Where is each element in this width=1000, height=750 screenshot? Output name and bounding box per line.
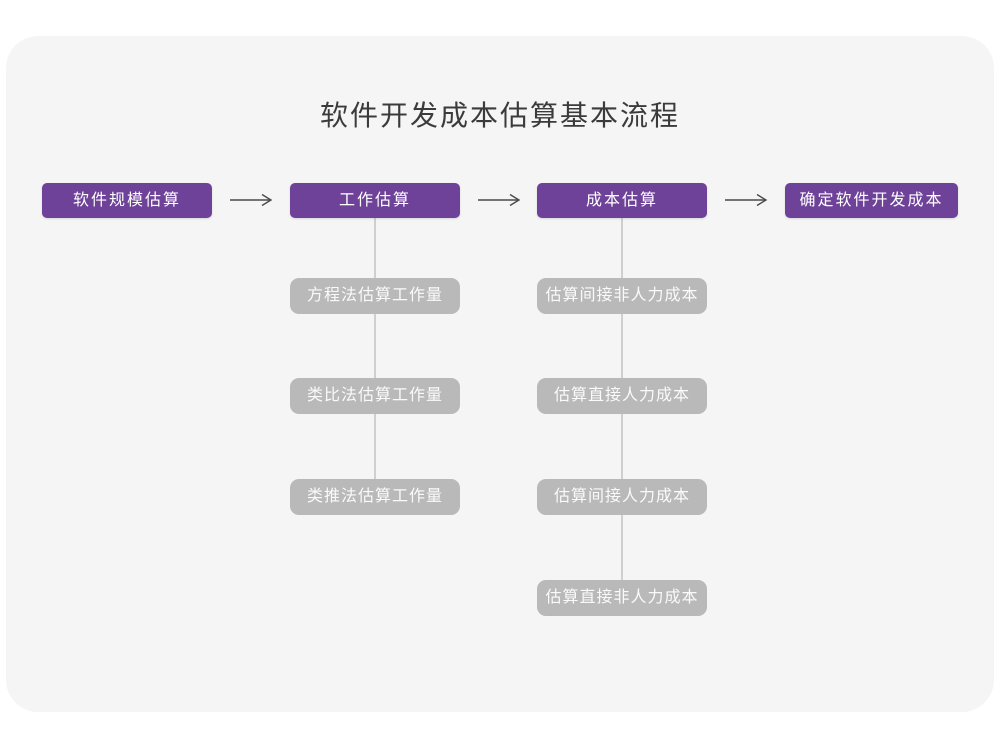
flow-node-software-scale-estimation: 软件规模估算 bbox=[42, 183, 212, 218]
flow-node-determine-software-dev-cost: 确定软件开发成本 bbox=[785, 183, 958, 218]
sub-node-equation-method: 方程法估算工作量 bbox=[290, 278, 460, 314]
sub-node-indirect-labor-cost: 估算间接人力成本 bbox=[537, 479, 707, 515]
flow-node-cost-estimation: 成本估算 bbox=[537, 183, 707, 218]
connector-line-work-estimation bbox=[374, 218, 376, 496]
arrow-right-icon bbox=[477, 193, 521, 207]
sub-node-analogy-method: 类比法估算工作量 bbox=[290, 378, 460, 414]
flow-node-work-estimation: 工作估算 bbox=[290, 183, 460, 218]
sub-node-direct-non-labor-cost: 估算直接非人力成本 bbox=[537, 580, 707, 616]
diagram-card bbox=[6, 36, 994, 712]
sub-node-indirect-non-labor-cost: 估算间接非人力成本 bbox=[537, 278, 707, 314]
sub-node-direct-labor-cost: 估算直接人力成本 bbox=[537, 378, 707, 414]
sub-node-extrapolation-method: 类推法估算工作量 bbox=[290, 479, 460, 515]
arrow-right-icon bbox=[724, 193, 768, 207]
page-title: 软件开发成本估算基本流程 bbox=[319, 100, 680, 131]
arrow-right-icon bbox=[229, 193, 273, 207]
